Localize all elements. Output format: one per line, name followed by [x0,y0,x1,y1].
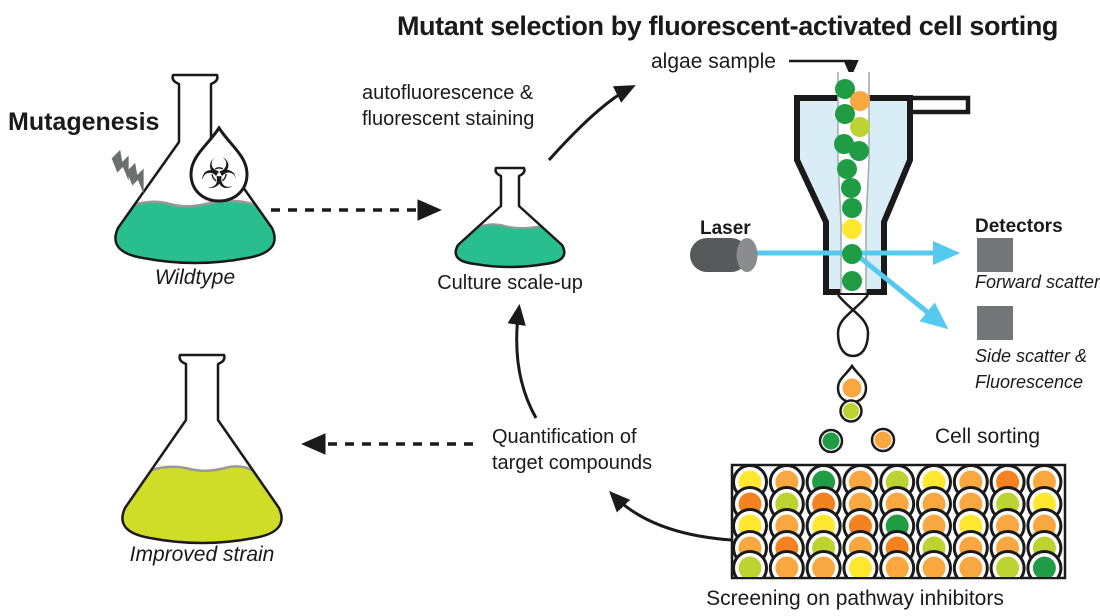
plate-wells [733,466,1063,577]
cell-dot [842,219,862,239]
detectors-label: Detectors [975,216,1063,237]
wildtype-liquid [115,200,275,263]
laser-beam-side [855,253,949,330]
arrow-quantification-to-culture [507,303,538,419]
liquid-surface [151,465,253,472]
culture-liquid [455,224,565,267]
biohazard-droplet [189,125,249,203]
cell-dot [837,159,857,179]
detector-side [977,306,1013,340]
stream-cells [822,378,892,450]
well-sample [1032,556,1056,577]
channel-cells [834,79,870,291]
screening-label: Screening on pathway inhibitors [706,587,1004,610]
arrow-plate-to-quantification [609,490,732,542]
cell-dot [835,104,855,124]
wildtype-flask: ☣ [114,73,276,265]
mutagenesis-label: Mutagenesis [8,108,160,136]
cell-sorting-label: Cell sorting [935,425,1041,448]
cell-dot [849,141,869,161]
liquid-surface [133,199,257,208]
quantification-label-line1: Quantification of [492,426,637,448]
biohazard-icon: ☣ [200,150,238,197]
detector-forward [977,238,1013,272]
liquid-surface [477,223,543,229]
laser-housing [690,238,748,272]
well-sample [996,556,1020,577]
quantification-label-line2: target compounds [492,452,653,474]
pinching-droplet [836,294,870,358]
facs-funnel [794,72,971,295]
droplet-stream [818,294,896,454]
algae-sample-pointer [789,59,859,78]
flask-outline [454,166,566,269]
laser-label: Laser [700,218,751,239]
improved-strain-flask [121,353,283,545]
well-sample [848,556,872,577]
well-sample [922,556,946,577]
well-sample [885,556,909,577]
cell-dot [822,432,840,450]
forward-scatter-label: Forward scatter [975,272,1100,292]
staining-label-line1: autofluorescence & [362,82,534,104]
side-scatter-label-line2: Fluorescence [975,372,1084,392]
well-sample [959,556,983,577]
algae-sample-label: algae sample [651,50,776,73]
laser-device [690,238,758,272]
cell-dot [842,271,862,291]
cell-dot [841,178,861,198]
wildtype-label: Wildtype [154,266,236,289]
well-plate [730,463,1067,580]
improved-liquid [122,466,282,543]
flask-outline [114,73,276,265]
cell-dot [842,378,862,398]
sheath-inlet-pipe [908,95,971,115]
culture-flask [454,166,566,269]
sample-tube-wall [865,72,870,293]
well-sample [812,556,836,577]
cell-dot [843,403,859,419]
cell-dot [842,198,862,218]
side-scatter-label-line1: Side scatter & [975,346,1088,366]
flask-outline [121,353,283,545]
cell-dot [835,79,855,99]
lightning-icon [107,148,157,196]
cell-dot [842,244,862,264]
staining-label-line2: fluorescent staining [362,108,535,130]
figure-title: Mutant selection by fluorescent-activate… [396,11,1059,41]
laser-aperture [736,238,758,272]
culture-scale-up-label: Culture scale-up [437,272,583,294]
cell-dot [874,431,892,449]
well-sample [738,556,762,577]
cell-dot [850,91,870,111]
cell-dot [834,134,854,154]
cell-dot [850,117,870,137]
arrow-to-algae-sample [547,85,636,162]
improved-strain-label: Improved strain [129,543,275,566]
well-sample [775,556,799,577]
